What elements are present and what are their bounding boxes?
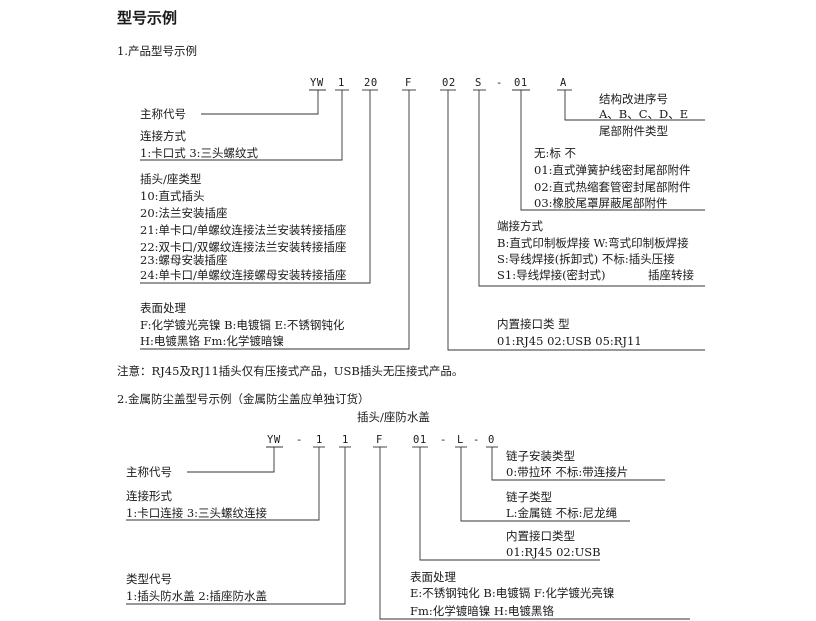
s1-tail-item: 01:直式弹簧护线密封尾部附件 — [534, 163, 691, 177]
s1-main-code-label: 主称代号 — [140, 107, 186, 121]
code2-yw: YW — [267, 434, 281, 446]
page-title: 型号示例 — [117, 9, 178, 27]
code-yw: YW — [310, 77, 324, 89]
code-dash: - — [496, 77, 503, 89]
s1-connection-title: 连接方式 — [140, 129, 186, 143]
s1-plug-type-item: 20:法兰安装插座 — [140, 206, 228, 220]
s2-type-code-options: 1:插头防水盖 2:插座防水盖 — [126, 589, 268, 603]
s1-terminal-line2: S:导线焊接(拆卸式) 不标:插头压接 — [497, 252, 675, 266]
s1-plug-type-item: 10:直式插头 — [140, 189, 205, 203]
s1-plug-type-title: 插头/座类型 — [140, 172, 202, 186]
code2-1a: 1 — [316, 434, 323, 446]
code2-1b: 1 — [342, 434, 349, 446]
code-01: 01 — [514, 77, 528, 89]
code2-01: 01 — [413, 434, 427, 446]
code-20: 20 — [364, 77, 378, 89]
s2-interface-title: 内置接口类型 — [506, 529, 575, 543]
s1-terminal-title: 端接方式 — [497, 219, 543, 233]
s1-interface-options: 01:RJ45 02:USB 05:RJ11 — [497, 334, 642, 348]
s2-interface-options: 01:RJ45 02:USB — [506, 545, 601, 559]
s2-main-code-label: 主称代号 — [126, 465, 172, 479]
s2-chain-type-title: 链子类型 — [506, 490, 552, 504]
s1-tail-item: 02:直式热缩套管密封尾部附件 — [534, 180, 691, 194]
s1-interface-title: 内置接口类 型 — [497, 317, 570, 331]
code-f: F — [405, 77, 412, 89]
code-a: A — [560, 77, 567, 89]
code-1: 1 — [338, 77, 345, 89]
s1-surface-line2: H:电镀黑铬 Fm:化学镀暗镍 — [140, 334, 284, 348]
code2-dash: - — [440, 434, 447, 446]
s1-tail-title: 尾部附件类型 — [599, 124, 668, 138]
s2-chain-type-options: L:金属链 不标:尼龙绳 — [506, 506, 618, 520]
s2-chain-install-title: 链子安装类型 — [506, 449, 575, 463]
code-02: 02 — [442, 77, 456, 89]
code2-dash: - — [473, 434, 480, 446]
code2-0: 0 — [488, 434, 495, 446]
s2-type-code-title: 类型代号 — [126, 572, 172, 586]
note: 注意：RJ45及RJ11插头仅有压接式产品，USB插头无压接式产品。 — [117, 364, 464, 378]
s1-structure-options: A、B、C、D、E — [599, 107, 689, 121]
s2-chain-install-options: 0:带拉环 不标:带连接片 — [506, 465, 629, 479]
s1-terminal-line3b: 插座转接 — [648, 268, 694, 282]
code2-f: F — [376, 434, 383, 446]
code2-dash: - — [296, 434, 303, 446]
s1-plug-type-item: 22:双卡口/双螺纹连接法兰安装转接插座 — [140, 240, 347, 254]
s1-plug-type-item: 21:单卡口/单螺纹连接法兰安装转接插座 — [140, 223, 347, 237]
s1-surface-title: 表面处理 — [140, 301, 186, 315]
s1-structure-title: 结构改进序号 — [599, 92, 668, 106]
s2-connection-options: 1:卡口连接 3:三头螺纹连接 — [126, 506, 268, 520]
s1-plug-type-item: 23:螺母安装插座 — [140, 253, 228, 267]
section2-subtitle: 插头/座防水盖 — [357, 410, 430, 424]
code2-l: L — [457, 434, 464, 446]
s2-surface-line1: E:不锈钢钝化 B:电镀镉 F:化学镀光亮镍 — [410, 586, 615, 600]
code-s: S — [475, 77, 482, 89]
s2-connection-title: 连接形式 — [126, 489, 172, 503]
s2-surface-line2: Fm:化学镀暗镍 H:电镀黑铬 — [410, 604, 554, 618]
s2-surface-title: 表面处理 — [410, 570, 456, 584]
s1-terminal-line1: B:直式印制板焊接 W:弯式印制板焊接 — [497, 236, 689, 250]
s1-plug-type-item: 24:单卡口/单螺纹连接螺母安装转接插座 — [140, 268, 347, 282]
section1-heading: 1.产品型号示例 — [117, 44, 197, 58]
s1-tail-item: 03:橡胶尾罩屏蔽尾部附件 — [534, 196, 668, 210]
section2-heading: 2.金属防尘盖型号示例（金属防尘盖应单独订货） — [117, 392, 370, 406]
s1-terminal-line3a: S1:导线焊接(密封式) — [497, 268, 606, 282]
s1-connection-options: 1:卡口式 3:三头螺纹式 — [140, 146, 259, 160]
s1-surface-line1: F:化学镀光亮镍 B:电镀镉 E:不锈钢钝化 — [140, 318, 345, 332]
s1-tail-item: 无:标 不 — [534, 146, 577, 160]
